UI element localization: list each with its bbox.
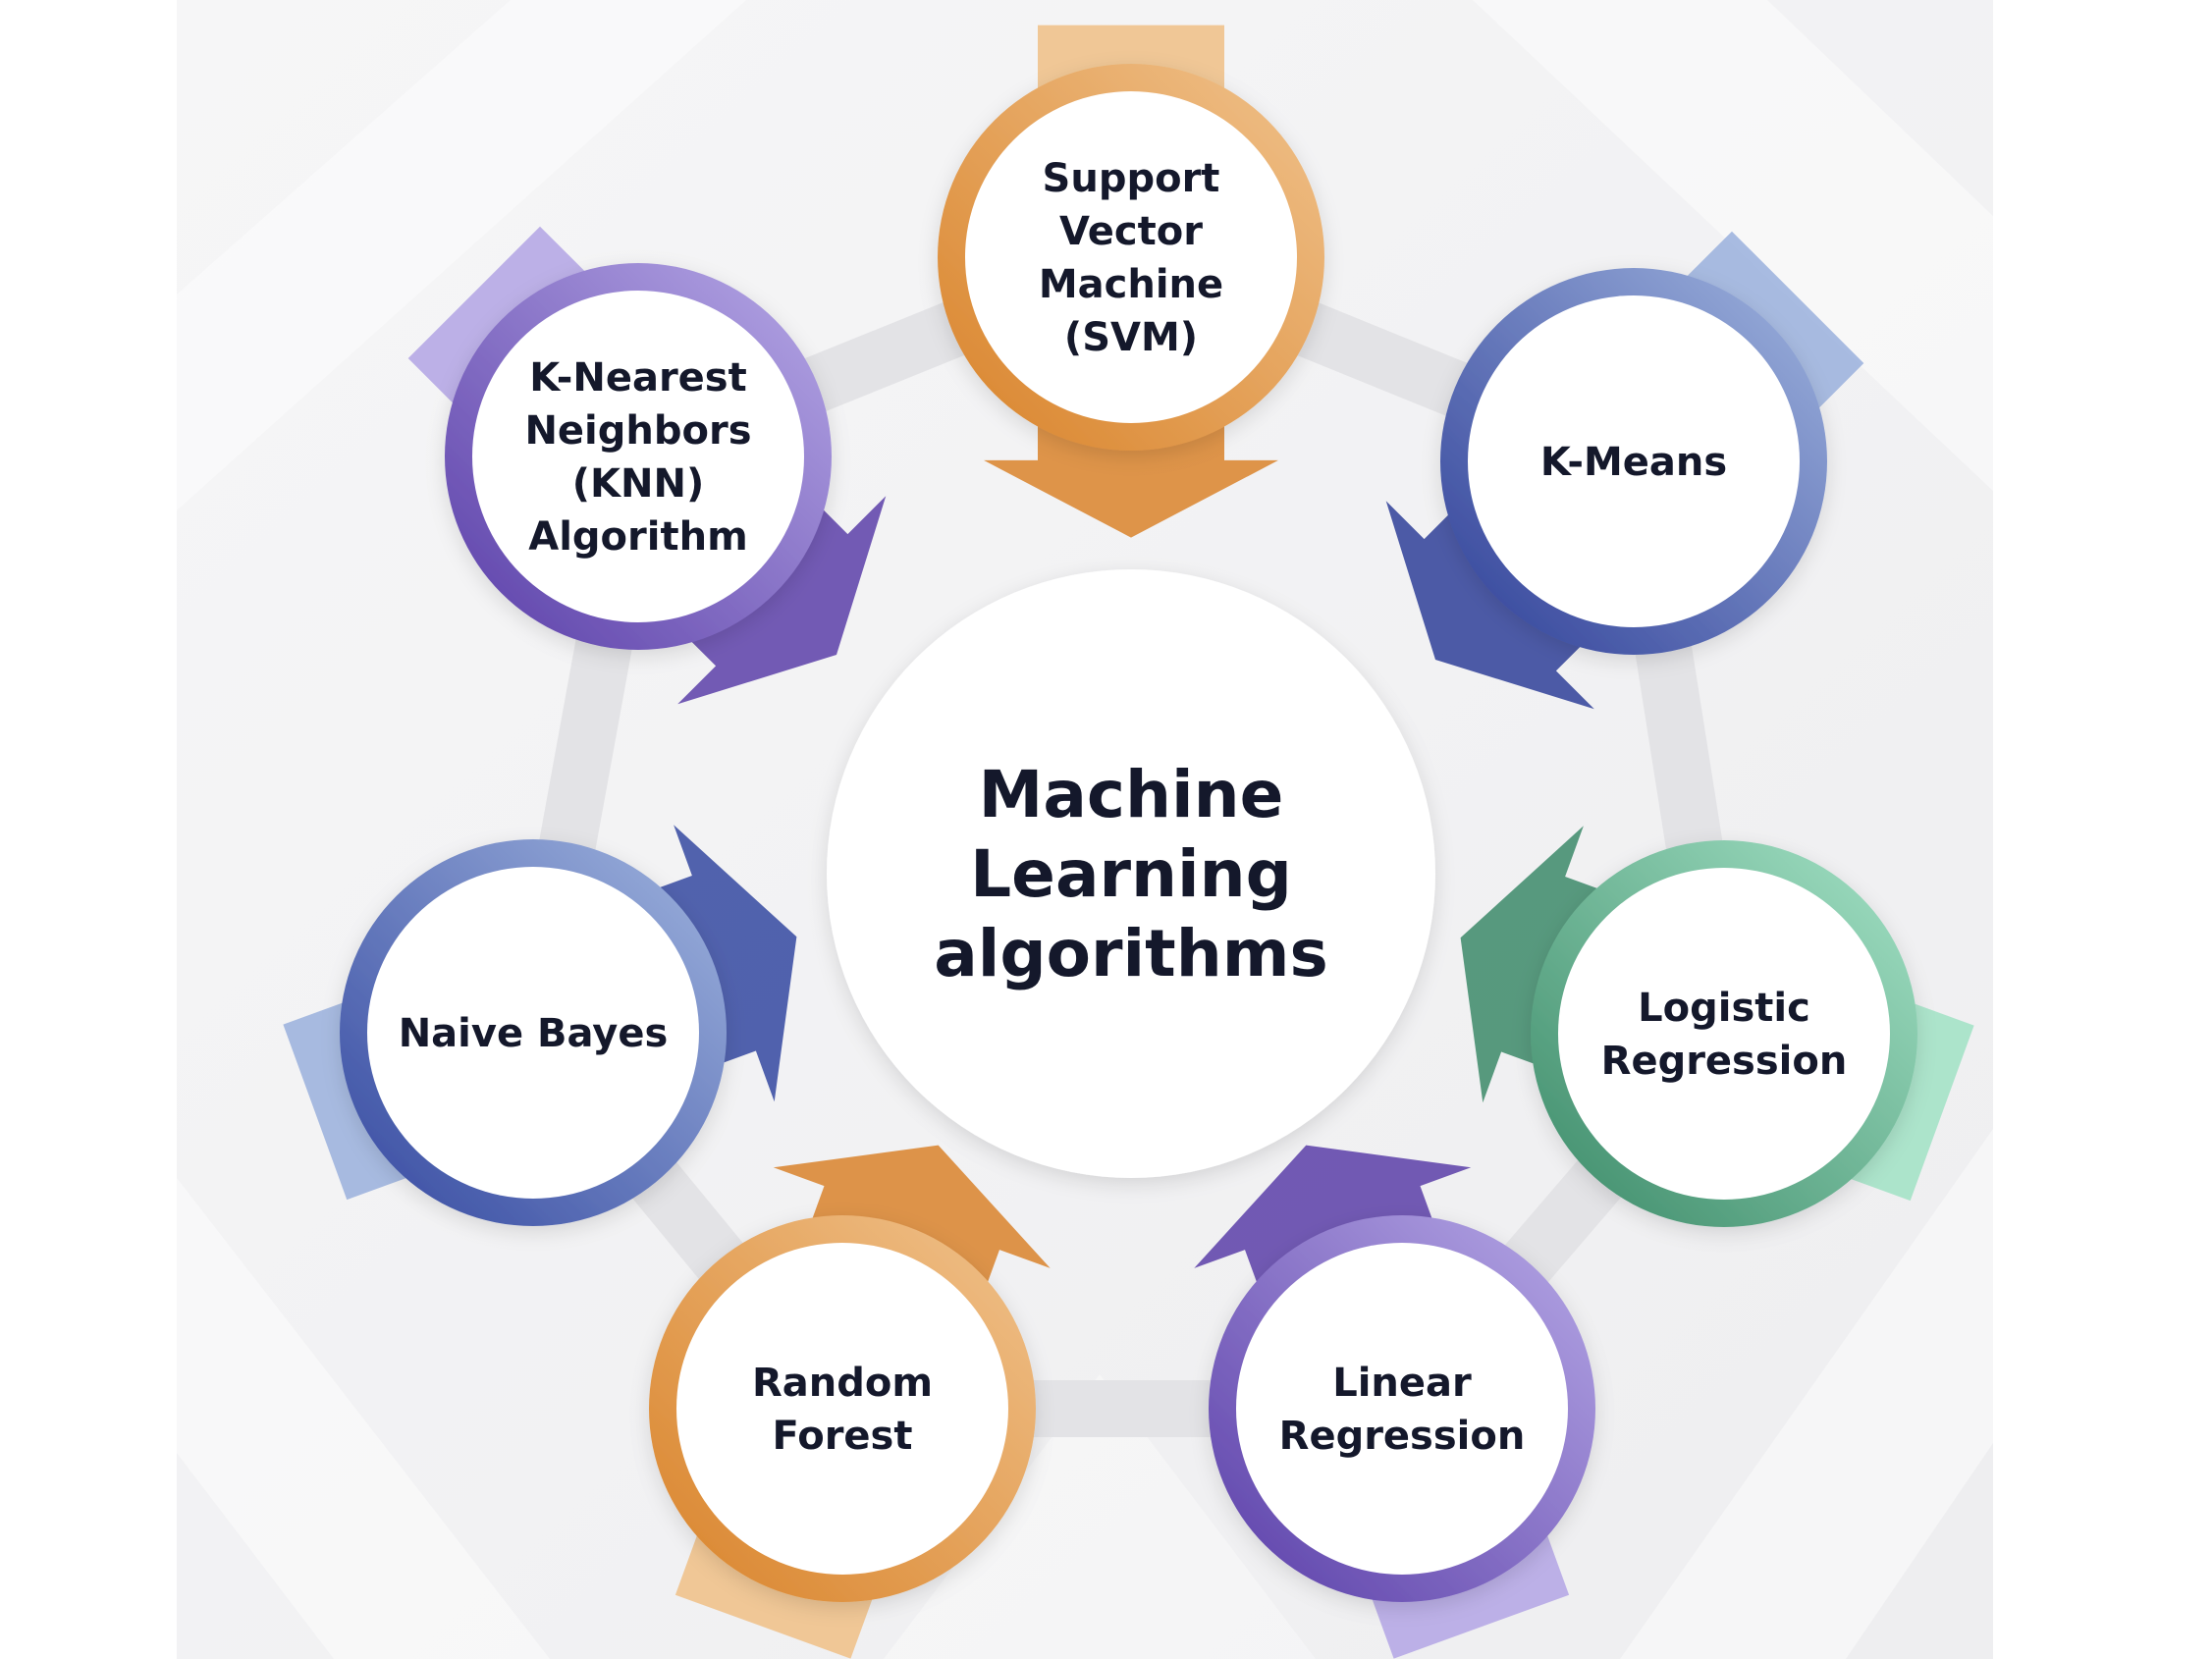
node-face xyxy=(1558,868,1890,1200)
node-label: (SVM) xyxy=(1064,315,1198,360)
node-label: (KNN) xyxy=(572,461,705,507)
node-label: Support xyxy=(1043,156,1220,201)
node-face xyxy=(1468,295,1800,627)
node-label: Logistic xyxy=(1638,986,1810,1031)
node-face xyxy=(676,1243,1008,1575)
node-naive-bayes: Naive Bayes xyxy=(340,839,727,1226)
center-title-line: Machine xyxy=(979,757,1284,832)
node-label: Machine xyxy=(1039,262,1223,307)
center-circle xyxy=(827,569,1435,1178)
node-label: Linear xyxy=(1332,1361,1472,1406)
node-face xyxy=(965,91,1297,423)
node-label: Naive Bayes xyxy=(399,1011,669,1056)
node-label: Regression xyxy=(1601,1039,1848,1084)
node-label: Vector xyxy=(1059,209,1203,254)
center-node: Machine Learning algorithms xyxy=(827,569,1435,1178)
node-label: K-Means xyxy=(1540,440,1727,485)
node-face xyxy=(472,291,804,622)
node-face xyxy=(1236,1243,1568,1575)
node-label: Random xyxy=(752,1361,933,1406)
center-title-line: algorithms xyxy=(934,916,1328,991)
center-title-line: Learning xyxy=(970,836,1292,912)
node-kmeans: K-Means xyxy=(1440,268,1827,655)
node-label: K-Nearest xyxy=(529,355,747,401)
node-label: Neighbors xyxy=(524,408,751,454)
node-label: Algorithm xyxy=(528,514,748,560)
node-face xyxy=(367,867,699,1199)
node-label: Forest xyxy=(773,1414,913,1459)
node-label: Regression xyxy=(1279,1414,1526,1459)
